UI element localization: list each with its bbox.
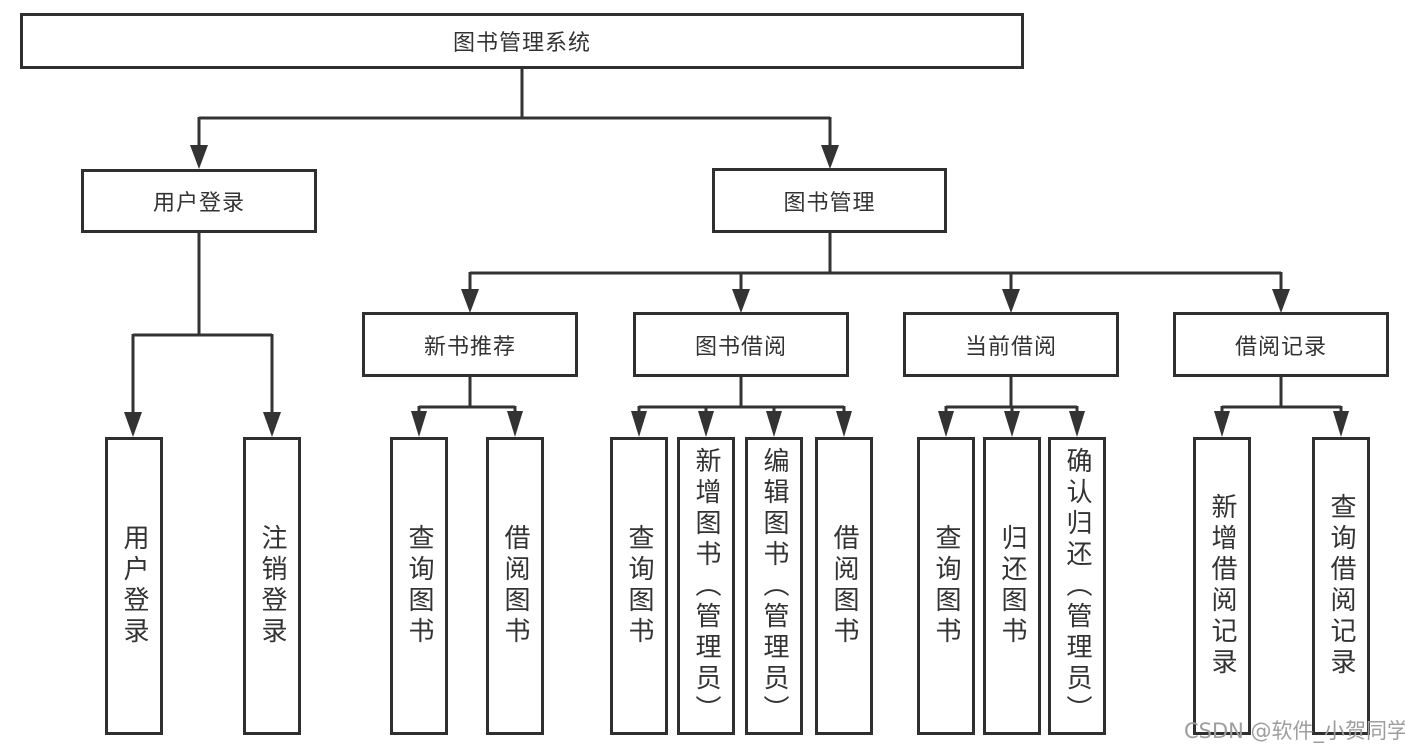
node-current-borrowing: 当前借阅 — [903, 312, 1119, 377]
watermark: CSDN @软件_小贺同学 — [1184, 719, 1405, 743]
leaf-add-book-admin: 新增图书（管理员） — [677, 437, 735, 735]
leaf-confirm-return-admin: 确认归还（管理员） — [1048, 437, 1106, 735]
leaf-return-books: 归还图书 — [983, 437, 1041, 735]
leaf-user-login: 用户登录 — [105, 437, 163, 735]
leaf-edit-book-admin: 编辑图书（管理员） — [745, 437, 803, 735]
leaf-borrow-books-borrowing: 借阅图书 — [815, 437, 873, 735]
node-new-book-recommend: 新书推荐 — [362, 312, 578, 377]
node-book-management: 图书管理 — [712, 168, 947, 233]
leaf-query-books-current: 查询图书 — [917, 437, 975, 735]
leaf-query-books-recommend: 查询图书 — [390, 437, 448, 735]
leaf-borrow-books-recommend: 借阅图书 — [486, 437, 544, 735]
leaf-add-borrow-record: 新增借阅记录 — [1193, 437, 1251, 735]
leaf-query-books-borrowing: 查询图书 — [610, 437, 668, 735]
leaf-logout: 注销登录 — [243, 437, 301, 735]
node-user-login: 用户登录 — [81, 169, 317, 233]
arrowheads — [124, 145, 1349, 437]
node-borrowing-records: 借阅记录 — [1173, 312, 1389, 377]
leaf-query-borrow-record: 查询借阅记录 — [1312, 437, 1370, 735]
node-book-borrowing: 图书借阅 — [633, 312, 849, 377]
node-root: 图书管理系统 — [20, 13, 1024, 69]
